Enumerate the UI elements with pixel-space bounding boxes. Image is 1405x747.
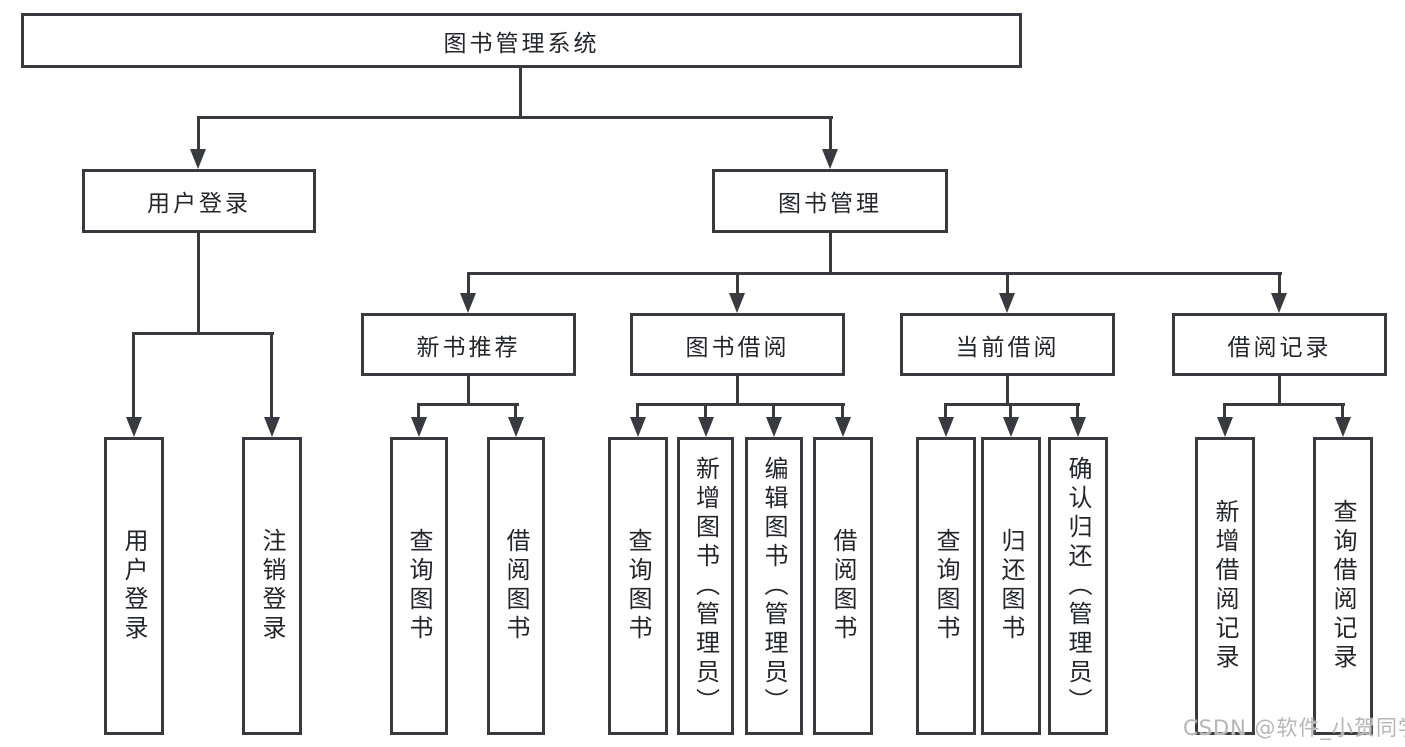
leaf-confirm-return-admin-label: 确认归还（管理员）	[1064, 455, 1092, 717]
node-book-management-label: 图书管理	[778, 191, 882, 217]
leaf-query-books-borrow: 查询图书	[608, 437, 668, 735]
connector-borrow-records-trunk	[1278, 375, 1281, 406]
arrowhead-down-icon	[411, 417, 427, 437]
connector-stem	[1009, 403, 1012, 418]
node-book-borrow-label: 图书借阅	[685, 334, 790, 361]
arrowhead-down-icon	[264, 417, 280, 437]
arrowhead-down-icon	[508, 417, 524, 437]
arrowhead-down-icon	[1335, 417, 1351, 437]
arrowhead-down-icon	[938, 417, 954, 437]
arrowhead-down-icon	[1271, 293, 1287, 313]
leaf-query-books-borrow-label: 查询图书	[624, 528, 652, 644]
connector-book-borrow-hline	[636, 403, 845, 406]
leaf-query-books-current-label: 查询图书	[932, 528, 960, 644]
leaf-user-login: 用户登录	[104, 437, 164, 735]
leaf-query-books-newbooks-label: 查询图书	[405, 528, 433, 644]
node-current-borrow-label: 当前借阅	[955, 334, 1060, 361]
connector-root-trunk	[519, 67, 522, 118]
node-book-management: 图书管理	[712, 169, 948, 233]
arrowhead-down-icon	[630, 417, 646, 437]
connector-stem-book-management	[829, 116, 832, 150]
arrowhead-down-icon	[698, 417, 714, 437]
connector-stem	[704, 403, 707, 418]
arrowhead-down-icon	[460, 293, 476, 313]
arrowhead-down-icon	[1003, 417, 1019, 437]
connector-level1-hline	[197, 116, 833, 119]
leaf-logout: 注销登录	[242, 437, 302, 735]
node-root-label: 图书管理系统	[443, 30, 600, 57]
connector-stem-book-borrow	[736, 272, 739, 294]
connector-level3-hline	[467, 272, 1282, 275]
connector-stem	[1223, 403, 1226, 418]
connector-stem	[514, 403, 517, 418]
arrowhead-down-icon	[822, 149, 838, 169]
connector-stem	[1076, 403, 1079, 418]
arrowhead-down-icon	[126, 417, 142, 437]
connector-book-borrow-trunk	[736, 375, 739, 406]
connector-user-login-trunk	[197, 232, 200, 334]
node-current-borrow: 当前借阅	[900, 313, 1115, 376]
leaf-query-borrow-record-label: 查询借阅记录	[1329, 499, 1357, 673]
leaf-borrow-books-borrow: 借阅图书	[813, 437, 873, 735]
connector-current-borrow-hline	[944, 403, 1080, 406]
leaf-add-borrow-record: 新增借阅记录	[1195, 437, 1255, 735]
arrowhead-down-icon	[835, 417, 851, 437]
arrowhead-down-icon	[999, 293, 1015, 313]
node-book-borrow: 图书借阅	[630, 313, 845, 376]
connector-stem-borrow-records	[1278, 272, 1281, 294]
node-new-book-recommend-label: 新书推荐	[416, 334, 521, 361]
connector-stem-current-borrow	[1006, 272, 1009, 294]
leaf-borrow-books-borrow-label: 借阅图书	[829, 528, 857, 644]
connector-stem-leaf-logout	[270, 332, 273, 418]
leaf-borrow-books-newbooks: 借阅图书	[487, 437, 545, 735]
connector-user-login-hline	[132, 332, 274, 335]
connector-stem	[636, 403, 639, 418]
connector-stem-new-books	[467, 272, 470, 294]
node-user-login: 用户登录	[82, 169, 316, 233]
leaf-edit-book-admin-label: 编辑图书（管理员）	[760, 455, 788, 717]
connector-stem	[772, 403, 775, 418]
connector-stem-leaf-login	[132, 332, 135, 418]
leaf-return-book: 归还图书	[981, 437, 1041, 735]
leaf-borrow-books-newbooks-label: 借阅图书	[502, 528, 530, 644]
connector-new-books-trunk	[467, 375, 470, 406]
leaf-edit-book-admin: 编辑图书（管理员）	[745, 437, 803, 735]
node-user-login-label: 用户登录	[147, 191, 251, 217]
leaf-add-borrow-record-label: 新增借阅记录	[1211, 499, 1239, 673]
leaf-query-books-newbooks: 查询图书	[390, 437, 448, 735]
node-root: 图书管理系统	[21, 13, 1022, 68]
arrowhead-down-icon	[1217, 417, 1233, 437]
connector-stem	[1341, 403, 1344, 418]
node-new-book-recommend: 新书推荐	[361, 313, 576, 376]
leaf-query-books-current: 查询图书	[916, 437, 976, 735]
connector-borrow-records-hline	[1223, 403, 1345, 406]
connector-book-management-trunk	[829, 232, 832, 275]
connector-stem	[944, 403, 947, 418]
leaf-confirm-return-admin: 确认归还（管理员）	[1048, 437, 1108, 735]
leaf-logout-label: 注销登录	[258, 528, 286, 644]
leaf-return-book-label: 归还图书	[997, 528, 1025, 644]
arrowhead-down-icon	[766, 417, 782, 437]
leaf-add-book-admin: 新增图书（管理员）	[677, 437, 734, 735]
leaf-query-borrow-record: 查询借阅记录	[1313, 437, 1373, 735]
node-borrow-records: 借阅记录	[1172, 313, 1387, 376]
csdn-watermark: CSDN @软件_小贺同学	[1183, 716, 1405, 740]
connector-stem	[417, 403, 420, 418]
arrowhead-down-icon	[1070, 417, 1086, 437]
connector-stem	[841, 403, 844, 418]
leaf-user-login-label: 用户登录	[120, 528, 148, 644]
connector-current-borrow-trunk	[1006, 375, 1009, 406]
node-borrow-records-label: 借阅记录	[1227, 334, 1332, 361]
leaf-add-book-admin-label: 新增图书（管理员）	[691, 455, 720, 717]
arrowhead-down-icon	[729, 293, 745, 313]
connector-stem-user-login	[197, 116, 200, 150]
arrowhead-down-icon	[190, 149, 206, 169]
connector-new-books-hline	[417, 403, 519, 406]
